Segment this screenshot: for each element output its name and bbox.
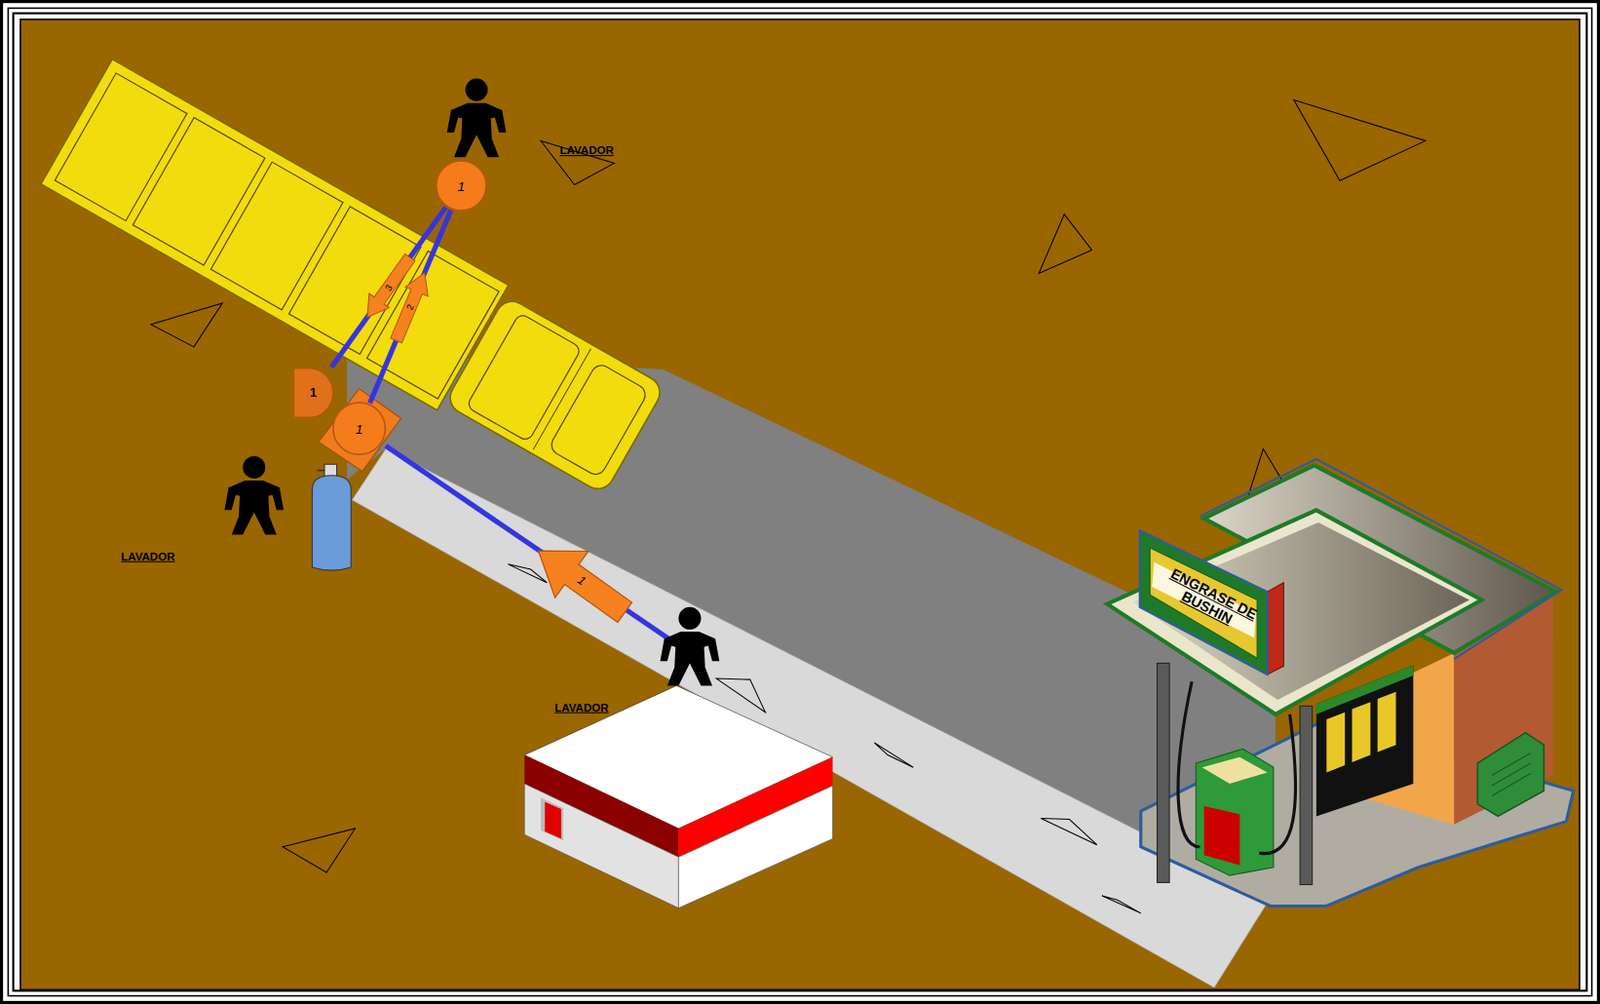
connector-label: 2 [404,302,417,311]
connector-group [331,207,446,368]
gas-cylinder [311,475,351,571]
gas-station [1377,691,1397,753]
step-circle: 1 [331,400,387,457]
person [447,103,507,157]
person [242,456,266,479]
person [224,480,284,534]
white-building [544,801,562,839]
ground-triangle [282,828,355,873]
node-text: 1 [309,385,317,401]
gas-station [1157,662,1171,882]
gas-station [1299,705,1313,884]
ground-triangle [1294,100,1426,182]
gas-cylinder [311,463,351,571]
station-sign: ENGRASE DE BUSHIN [1136,523,1286,679]
sign-board [1140,530,1268,675]
gas-station [1316,664,1413,816]
frame [20,19,1580,990]
gas-station [1178,681,1200,847]
gas-station [1132,522,1470,700]
truck [533,348,591,451]
white-building [524,783,679,909]
gas-station [1491,753,1531,797]
sidewalk-triangle [874,742,914,767]
circle-outline [436,160,487,211]
white-building [678,785,833,909]
gas-station [1202,757,1268,784]
truck [40,59,509,411]
truck [132,117,266,267]
d-marker: 1 [293,367,335,419]
truck [210,161,343,310]
gas-station [1258,714,1296,854]
person [678,607,701,630]
gas-station [1477,732,1544,817]
person [224,78,720,686]
connector [331,207,446,368]
sidewalk-triangle [508,564,548,583]
person [447,78,507,158]
person [224,456,284,535]
ground-triangle [151,303,223,347]
step-circle: 1 [434,158,488,212]
ground-triangle [540,140,614,185]
sidewalk [351,449,1270,989]
truck [465,312,582,443]
person [660,607,721,686]
truck [40,59,671,503]
road [346,351,1276,908]
node-text: 1 [457,178,466,194]
d-outline [294,368,334,418]
gas-cylinder [317,469,325,472]
gas-cylinder [324,463,338,477]
sidewalk-triangle [1102,895,1142,914]
person [465,78,489,102]
frame [13,13,1588,991]
area-label: LAVADOR [120,549,175,563]
truck [444,295,666,495]
callout-number: 1 [574,572,589,589]
frame [7,7,1592,995]
gas-station [1352,701,1372,762]
sidewalk-triangle [508,564,1142,914]
flow-line [385,445,682,647]
area-label: LAVADOR [560,144,614,157]
flow-arrow [522,527,643,636]
gas-station [1106,458,1574,906]
truck [547,361,649,478]
person [660,631,721,686]
white-building [524,685,833,908]
gas-station [1326,712,1345,773]
sign-side [1267,582,1285,675]
truck [54,73,188,222]
circle-outline [333,402,385,455]
sidewalk-triangle [1040,817,1098,844]
ground-triangle [1038,214,1092,274]
node-text: 1 [355,420,364,437]
connector-label: 3 [382,282,395,293]
gas-station [1195,748,1274,876]
gas-station [1204,805,1241,866]
arrow-head [357,250,420,325]
white-building [540,798,564,841]
area-label: LAVADOR [554,700,609,714]
